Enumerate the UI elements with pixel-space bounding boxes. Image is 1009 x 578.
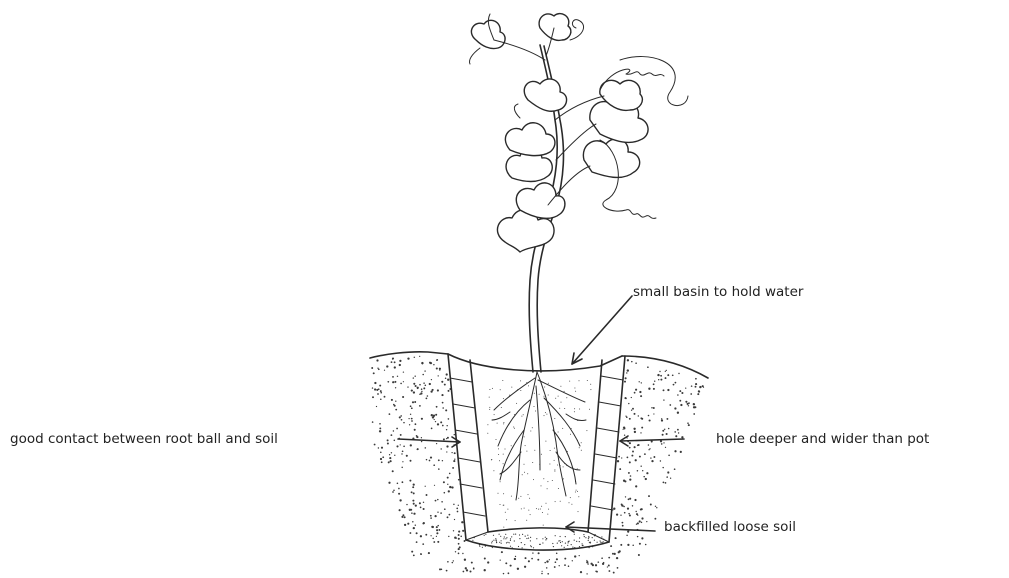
label-backfill: backfilled loose soil: [664, 519, 796, 535]
planting-hole: [448, 354, 625, 550]
label-contact: good contact between root ball and soil: [10, 431, 278, 447]
label-hole: hole deeper and wider than pot: [716, 431, 929, 447]
plant-branches: [494, 28, 604, 205]
contact-leader: [398, 437, 460, 447]
label-basin: small basin to hold water: [633, 284, 803, 300]
basin-leader: [572, 296, 632, 364]
plant-leaves: [471, 14, 648, 252]
roots: [492, 372, 586, 500]
surrounding-soil: [371, 356, 704, 575]
